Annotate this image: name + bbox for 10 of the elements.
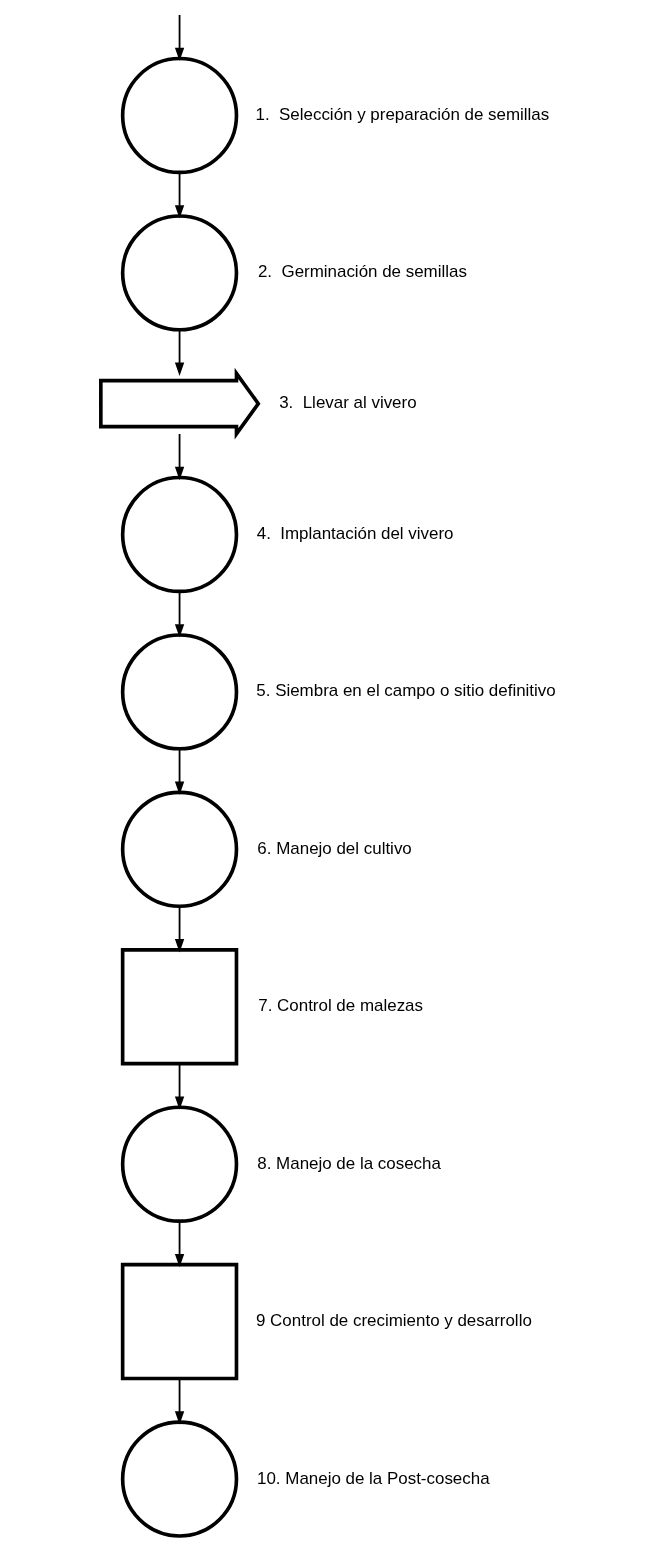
node-label: 1. Selección y preparación de semillas [255,104,549,124]
node-label: 8. Manejo de la cosecha [256,1153,441,1173]
node-label: 5. Siembra en el campo o sitio definitivo [255,681,556,701]
node-label: 6. Manejo del cultivo [256,838,412,858]
node-label: 2. Germinación de semillas [257,262,467,282]
node-label: 7. Control de malezas [257,996,423,1016]
node-label: 10. Manejo de la Post-cosecha [256,1468,490,1488]
node-label: 3. Llevar al vivero [278,393,417,413]
node-label: 4. Implantación del vivero [256,523,454,543]
node-label: 9 Control de crecimiento y desarrollo [255,1311,532,1331]
